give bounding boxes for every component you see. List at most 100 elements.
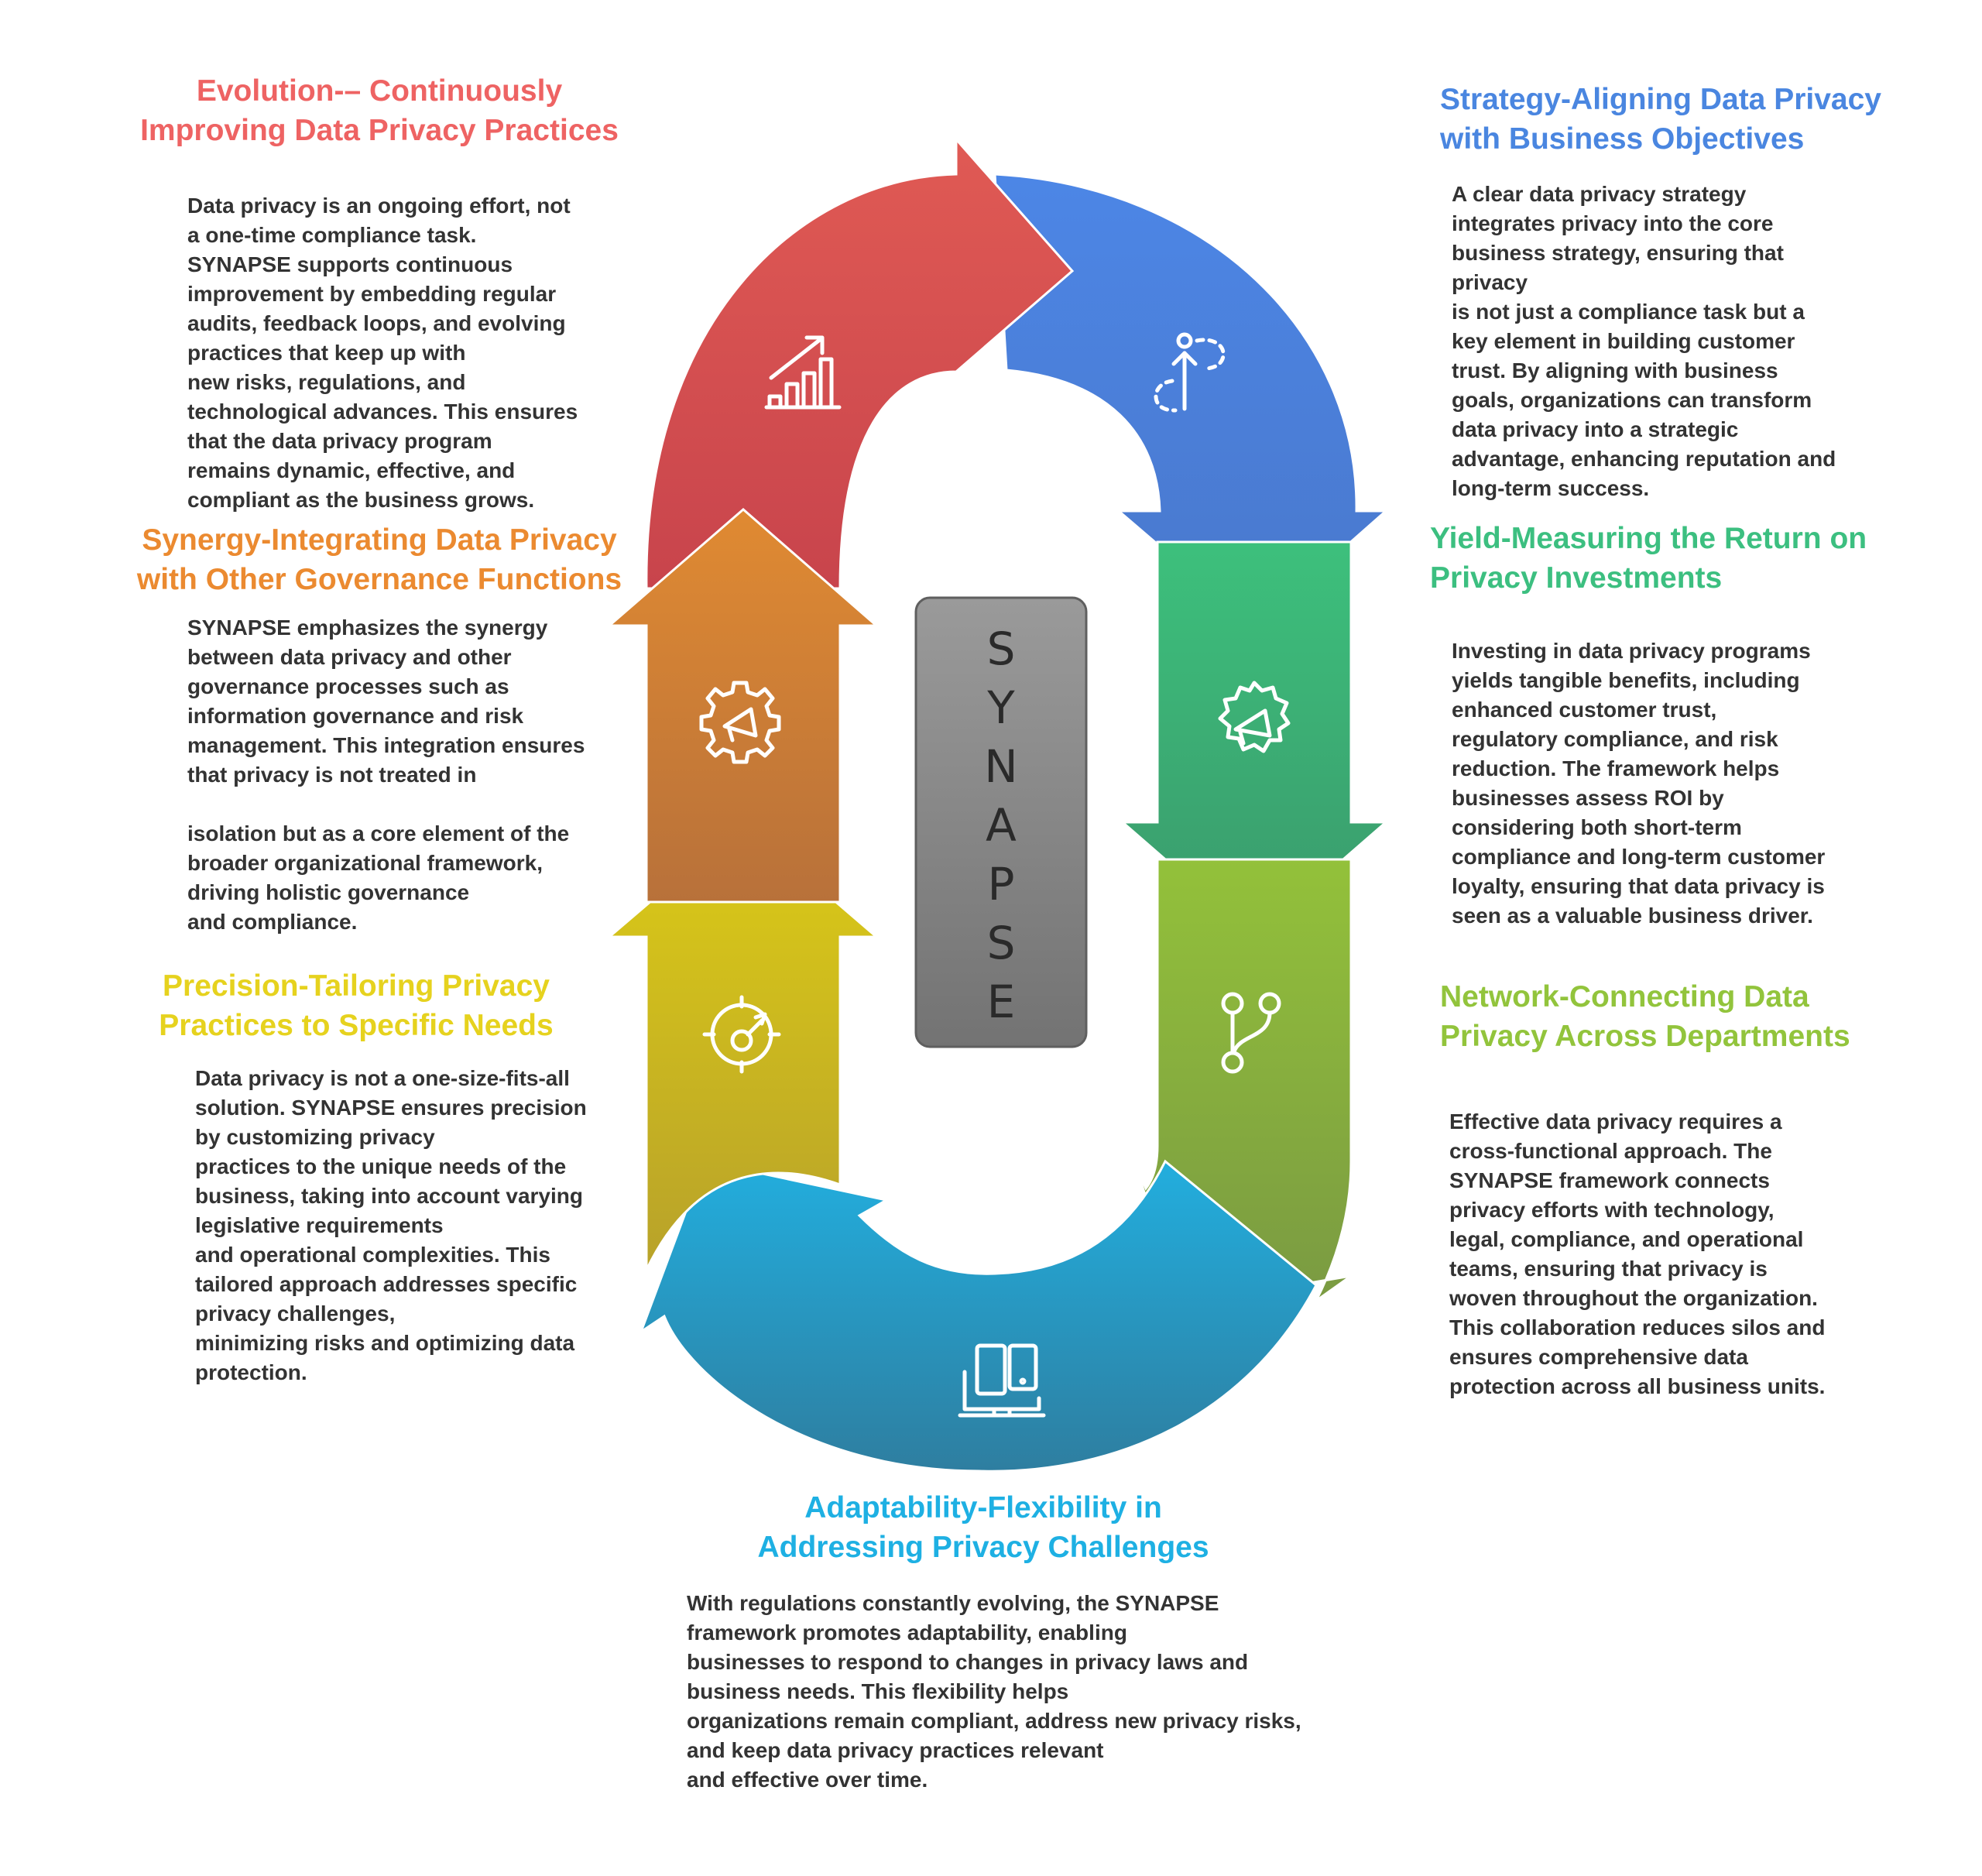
desc-line: woven throughout the organization. [1449,1286,1818,1310]
desc-line: yields tangible benefits, including [1452,668,1800,692]
desc-line: and operational complexities. This [195,1243,550,1267]
synergy-title-line: with Other Governance Functions [136,563,622,596]
desc-line: driving holistic governance [187,880,470,904]
desc-line: new risks, regulations, and [187,370,466,394]
center-letter: E [987,976,1016,1028]
evolution-title: Evolution-– Continuously Improving Data … [124,71,635,150]
desc-line: A clear data privacy strategy [1452,182,1747,206]
megaphone-badge-icon [1218,681,1291,753]
desc-line: compliance and long-term customer [1452,845,1826,869]
evolution-title-line: Evolution-– Continuously [196,74,563,108]
devices-icon [958,1343,1046,1418]
synergy-description: SYNAPSE emphasizes the synergy between d… [187,613,585,937]
desc-line: legal, compliance, and operational [1449,1227,1804,1251]
strategy-description: A clear data privacy strategy integrates… [1452,180,1836,503]
desc-line: regulatory compliance, and risk [1452,727,1778,751]
center-synapse-block [914,596,1088,1048]
adaptability-title-line: Adaptability-Flexibility in [804,1491,1162,1524]
desc-line: Effective data privacy requires a [1449,1109,1782,1133]
center-letter: P [988,858,1015,911]
center-synapse-letters: S Y N A P S E [984,622,1017,1028]
strategy-path-icon [1154,332,1226,413]
desc-line: is not just a compliance task but a [1452,300,1805,324]
desc-line: remains dynamic, effective, and [187,458,516,482]
desc-line: business strategy, ensuring that [1452,241,1784,265]
synergy-title: Synergy-Integrating Data Privacy with Ot… [116,520,643,599]
gear-megaphone-icon [699,681,781,764]
desc-line: loyalty, ensuring that data privacy is [1452,874,1825,898]
evolution-arrow [645,136,1075,590]
desc-line: tailored approach addresses specific [195,1272,578,1296]
adaptability-title: Adaptability-Flexibility in Addressing P… [712,1488,1254,1567]
desc-line: businesses assess ROI by [1452,786,1724,810]
desc-line: protection across all business units. [1449,1374,1826,1398]
synergy-arrow [605,508,880,904]
desc-line: SYNAPSE framework connects [1449,1168,1770,1192]
desc-line: teams, ensuring that privacy is [1449,1257,1768,1281]
desc-line: compliant as the business grows. [187,488,535,512]
network-description: Effective data privacy requires a cross-… [1449,1107,1825,1401]
center-letter: S [987,622,1016,675]
desc-line: legislative requirements [195,1213,444,1237]
synergy-title-line: Synergy-Integrating Data Privacy [142,523,617,557]
desc-line: integrates privacy into the core [1452,211,1774,235]
desc-blank-line [187,790,585,819]
desc-line: a one-time compliance task. [187,223,477,247]
precision-title-line: Practices to Specific Needs [159,1009,554,1042]
desc-line: protection. [195,1360,307,1384]
desc-line: and effective over time. [687,1768,928,1792]
desc-line: broader organizational framework, [187,851,543,875]
target-dart-icon [702,995,781,1074]
desc-line: data privacy into a strategic [1452,417,1739,441]
desc-line: privacy [1452,270,1528,294]
evolution-description: Data privacy is an ongoing effort, not a… [187,191,578,515]
desc-line: governance processes such as [187,674,509,698]
desc-line: key element in building customer [1452,329,1795,353]
desc-line: between data privacy and other [187,645,512,669]
desc-line: advantage, enhancing reputation and [1452,447,1836,471]
precision-arrow [605,821,880,1271]
desc-line: reduction. The framework helps [1452,756,1780,780]
desc-line: technological advances. This ensures [187,400,578,424]
adaptability-title-line: Addressing Privacy Challenges [757,1531,1209,1564]
center-letter: N [984,740,1017,793]
precision-title: Precision-Tailoring Privacy Practices to… [116,966,596,1045]
desc-line: This collaboration reduces silos and [1449,1315,1826,1339]
desc-line: Data privacy is not a one-size-fits-all [195,1066,570,1090]
desc-line: that privacy is not treated in [187,763,477,787]
strategy-arrow [993,173,1389,629]
desc-line: information governance and risk [187,704,524,728]
desc-line: SYNAPSE emphasizes the synergy [187,616,548,640]
adaptability-description: With regulations constantly evolving, th… [687,1589,1301,1795]
desc-line: and compliance. [187,910,358,934]
evolution-title-line: Improving Data Privacy Practices [140,114,619,147]
center-letter: Y [986,681,1015,734]
git-branch-icon [1221,992,1281,1074]
desc-line: business, taking into account varying [195,1184,583,1208]
growth-chart-icon [764,335,842,410]
desc-line: goals, organizations can transform [1452,388,1812,412]
desc-line: trust. By aligning with business [1452,358,1778,382]
desc-line: and keep data privacy practices relevant [687,1738,1104,1762]
desc-line: privacy efforts with technology, [1449,1198,1775,1222]
desc-line: improvement by embedding regular [187,282,557,306]
desc-line: minimizing risks and optimizing data [195,1331,575,1355]
desc-line: seen as a valuable business driver. [1452,904,1813,928]
desc-line: audits, feedback loops, and evolving [187,311,566,335]
yield-description: Investing in data privacy programs yield… [1452,636,1825,931]
yield-title-line: Privacy Investments [1430,561,1723,595]
desc-line: Data privacy is an ongoing effort, not [187,194,571,218]
desc-line: practices to the unique needs of the [195,1154,567,1178]
strategy-title: Strategy-Aligning Data Privacy with Busi… [1440,80,1936,159]
desc-line: considering both short-term [1452,815,1742,839]
desc-line: framework promotes adaptability, enablin… [687,1620,1127,1645]
precision-description: Data privacy is not a one-size-fits-all … [195,1064,587,1387]
desc-line: long-term success. [1452,476,1650,500]
strategy-title-line: with Business Objectives [1440,122,1805,156]
yield-title-line: Yield-Measuring the Return on [1430,522,1867,555]
desc-line: practices that keep up with [187,341,466,365]
desc-line: isolation but as a core element of the [187,821,570,845]
desc-line: SYNAPSE supports continuous [187,252,513,276]
desc-line: by customizing privacy [195,1125,435,1149]
desc-line: business needs. This flexibility helps [687,1679,1069,1703]
